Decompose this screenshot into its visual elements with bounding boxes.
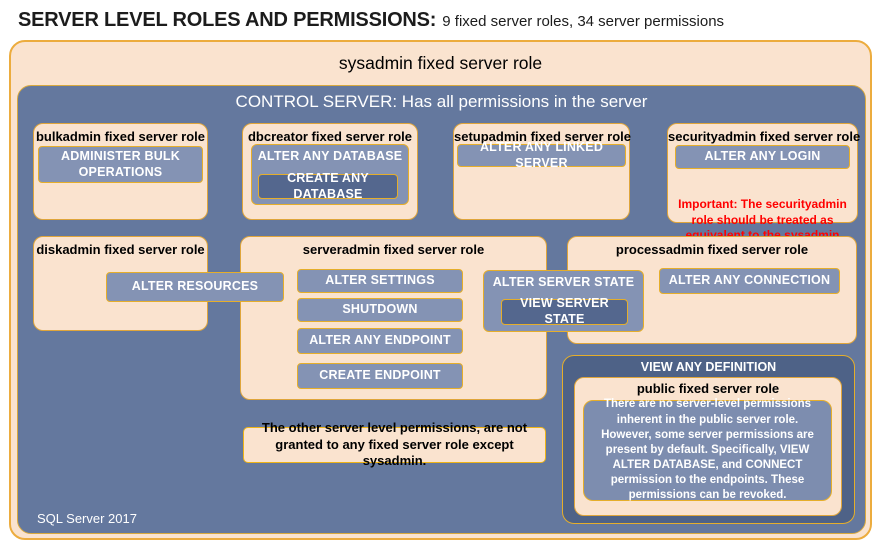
perm-create-endpoint: CREATE ENDPOINT bbox=[297, 363, 463, 389]
footnote-text: The other server level permissions, are … bbox=[261, 419, 528, 469]
perm-alter-any-connection: ALTER ANY CONNECTION bbox=[659, 268, 840, 294]
page-title-sub: 9 fixed server roles, 34 server permissi… bbox=[442, 13, 725, 30]
sysadmin-role-label: sysadmin fixed server role bbox=[338, 53, 543, 73]
control-server-label: CONTROL SERVER: Has all permissions in t… bbox=[235, 92, 648, 111]
role-box-securityadmin: securityadmin fixed server role ALTER AN… bbox=[667, 123, 861, 258]
bulkadmin-role-label: bulkadmin fixed server role bbox=[35, 129, 206, 144]
perm-alter-any-database: ALTER ANY DATABASE CREATE ANY DATABASE bbox=[251, 144, 409, 205]
perm-alter-any-login: ALTER ANY LOGIN bbox=[675, 145, 850, 169]
securityadmin-role-label: securityadmin fixed server role bbox=[668, 129, 861, 144]
role-box-serveradmin: serveradmin fixed server role ALTER SETT… bbox=[240, 236, 547, 400]
page-title: SERVER LEVEL ROLES AND PERMISSIONS: 9 fix… bbox=[18, 9, 724, 32]
sql-server-version-label: SQL Server 2017 bbox=[37, 511, 137, 526]
setupadmin-role-label: setupadmin fixed server role bbox=[454, 129, 632, 144]
role-box-public: public fixed server role There are no se… bbox=[574, 377, 842, 516]
footnote-box: The other server level permissions, are … bbox=[243, 420, 546, 468]
perm-alter-any-endpoint: ALTER ANY ENDPOINT bbox=[297, 328, 463, 354]
role-box-bulkadmin: bulkadmin fixed server role ADMINISTER B… bbox=[33, 123, 208, 220]
perm-shutdown: SHUTDOWN bbox=[297, 298, 463, 322]
perm-view-server-state: VIEW SERVER STATE bbox=[501, 296, 628, 326]
role-box-setupadmin: setupadmin fixed server role ALTER ANY L… bbox=[453, 123, 632, 220]
view-any-definition-label: VIEW ANY DEFINITION bbox=[640, 360, 777, 374]
perm-alter-any-linked-server: ALTER ANY LINKED SERVER bbox=[457, 140, 626, 170]
control-server-box: CONTROL SERVER: Has all permissions in t… bbox=[17, 85, 866, 534]
perm-alter-server-state: ALTER SERVER STATE VIEW SERVER STATE bbox=[483, 270, 644, 332]
perm-alter-settings: ALTER SETTINGS bbox=[297, 269, 463, 293]
public-role-note: There are no server-level permissions in… bbox=[583, 398, 832, 501]
alter-any-database-label: ALTER ANY DATABASE bbox=[257, 149, 403, 163]
view-any-definition-box: VIEW ANY DEFINITION public fixed server … bbox=[562, 355, 855, 524]
role-box-dbcreator: dbcreator fixed server role ALTER ANY DA… bbox=[242, 123, 418, 220]
perm-create-any-database: CREATE ANY DATABASE bbox=[258, 171, 398, 201]
perm-administer-bulk-operations: ADMINISTER BULK OPERATIONS bbox=[38, 146, 203, 183]
alter-server-state-label: ALTER SERVER STATE bbox=[492, 275, 635, 289]
perm-alter-resources: ALTER RESOURCES bbox=[106, 272, 284, 302]
processadmin-role-label: processadmin fixed server role bbox=[615, 242, 809, 257]
sysadmin-role-box: sysadmin fixed server role CONTROL SERVE… bbox=[9, 40, 872, 540]
public-role-label: public fixed server role bbox=[636, 381, 780, 396]
page-title-main: SERVER LEVEL ROLES AND PERMISSIONS: bbox=[18, 9, 437, 31]
diskadmin-role-label: diskadmin fixed server role bbox=[36, 242, 205, 257]
serveradmin-role-label: serveradmin fixed server role bbox=[302, 242, 485, 257]
dbcreator-role-label: dbcreator fixed server role bbox=[247, 129, 413, 144]
